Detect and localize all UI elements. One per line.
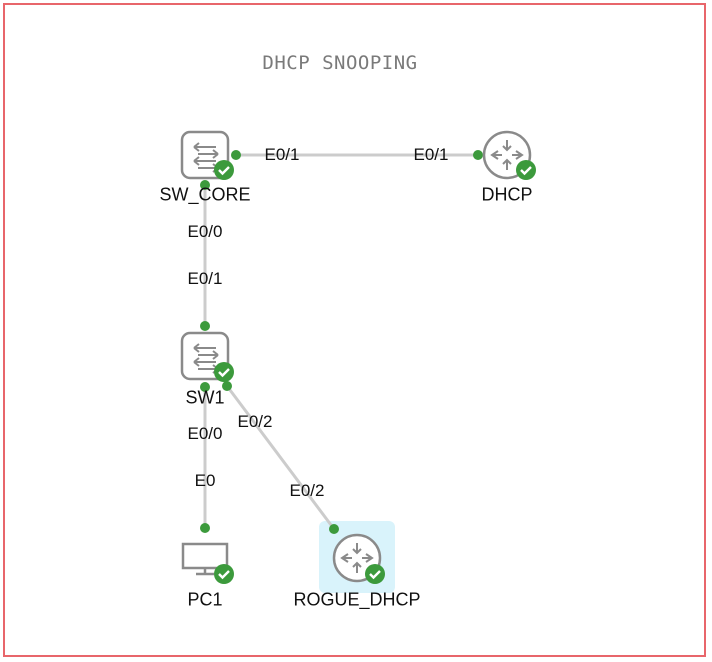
port-dot bbox=[200, 382, 210, 392]
status-ok-icon bbox=[214, 160, 234, 180]
port-dot bbox=[473, 150, 483, 160]
link-sw1-rogue[interactable] bbox=[225, 385, 336, 530]
port-label: E0/0 bbox=[187, 424, 223, 443]
diagram-title: DHCP SNOOPING bbox=[262, 52, 418, 74]
port-label: E0/2 bbox=[289, 481, 325, 500]
port-label: E0/1 bbox=[413, 145, 449, 164]
port-label: E0 bbox=[194, 471, 216, 490]
port-dot bbox=[200, 321, 210, 331]
port-dot bbox=[329, 524, 339, 534]
port-label: E0/1 bbox=[264, 145, 300, 164]
port-label: E0/1 bbox=[187, 269, 223, 288]
status-ok-icon bbox=[214, 564, 234, 584]
port-label: E0/0 bbox=[187, 222, 223, 241]
status-ok-icon bbox=[516, 160, 536, 180]
status-ok-icon bbox=[365, 564, 385, 584]
port-label: E0/2 bbox=[237, 412, 273, 431]
port-dot bbox=[200, 180, 210, 190]
canvas-frame bbox=[3, 3, 706, 657]
port-dot bbox=[231, 150, 241, 160]
node-label-rogue-dhcp[interactable]: ROGUE_DHCP bbox=[293, 589, 421, 610]
status-ok-icon bbox=[214, 362, 234, 382]
node-label-sw-core[interactable]: SW_CORE bbox=[159, 184, 251, 205]
node-label-sw1[interactable]: SW1 bbox=[185, 387, 225, 408]
node-label-pc1[interactable]: PC1 bbox=[187, 589, 223, 610]
node-label-dhcp[interactable]: DHCP bbox=[481, 184, 533, 205]
port-dot bbox=[222, 381, 232, 391]
port-dot bbox=[200, 523, 210, 533]
pc-icon[interactable] bbox=[181, 542, 229, 576]
